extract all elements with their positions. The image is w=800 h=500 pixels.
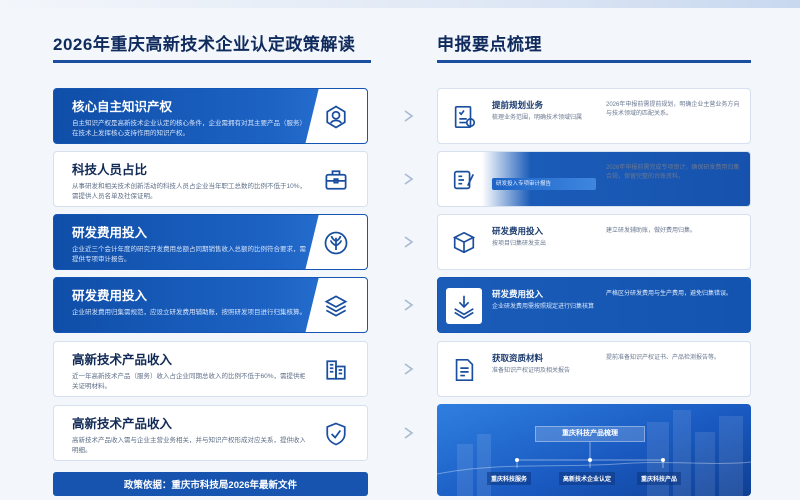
arrow-right-icon bbox=[402, 426, 416, 440]
audit-report-tag: 研发投入专项审计报告 bbox=[492, 178, 596, 190]
right-card-sub: 按项目归集研发支出 bbox=[492, 241, 547, 247]
feature-node: 高新技术企业认定 bbox=[559, 472, 616, 485]
left-card-title: 高新技术产品收入 bbox=[72, 353, 173, 367]
right-title-rule bbox=[437, 60, 751, 63]
document-pen-icon bbox=[446, 162, 482, 198]
briefcase-icon bbox=[305, 152, 367, 206]
right-card-sub: 梳理业务范围，明确技术领域归属 bbox=[492, 115, 583, 121]
report-icon bbox=[446, 352, 482, 388]
left-card-title: 研发费用投入 bbox=[72, 289, 148, 303]
right-card-title: 研发费用投入 bbox=[492, 226, 544, 236]
left-card-2[interactable]: 科技人员占比 从事研发和相关技术创新活动的科技人员占企业当年职工总数的比例不低于… bbox=[53, 151, 368, 207]
wheat-emblem-icon bbox=[305, 215, 367, 269]
right-card-detail: 2026年申报前需提前规划，明确企业主营业务方向与技术领域的匹配关系。 bbox=[606, 102, 740, 117]
left-card-1[interactable]: 核心自主知识产权 自主知识产权是高新技术企业认定的核心条件，企业需拥有对其主要产… bbox=[53, 88, 368, 144]
left-title-rule bbox=[53, 60, 371, 63]
right-card-sub: 企业研发费用需按照规定进行归集核算 bbox=[492, 304, 595, 310]
right-card-2[interactable]: 研发投入专项审计报告 2026年申报前需完成专项审计，确保研发费用归集合规，保留… bbox=[437, 151, 751, 207]
left-card-desc: 高新技术产品收入需与企业主营业务相关，并与知识产权形成对应关系，提供收入明细。 bbox=[72, 437, 306, 454]
right-card-sub: 准备知识产权证明及相关报告 bbox=[492, 368, 571, 374]
arrow-right-icon bbox=[402, 362, 416, 376]
left-card-desc: 自主知识产权是高新技术企业认定的核心条件，企业需拥有对其主要产品（服务）在技术上… bbox=[72, 120, 306, 137]
left-card-3[interactable]: 研发费用投入 企业近三个会计年度的研究开发费用总额占同期销售收入总额的比例符合要… bbox=[53, 214, 368, 270]
right-card-title: 研发费用投入 bbox=[492, 289, 544, 299]
shield-check-icon bbox=[305, 406, 367, 460]
right-card-3[interactable]: 研发费用投入 按项目归集研发支出 建立研发辅助账，做好费用归集。 bbox=[437, 214, 751, 270]
building-icon bbox=[305, 342, 367, 396]
arrow-right-icon bbox=[402, 172, 416, 186]
left-card-desc: 近一年高新技术产品（服务）收入占企业同期总收入的比例不低于60%，需提供相关证明… bbox=[72, 373, 307, 390]
right-card-title: 获取资质材料 bbox=[492, 353, 544, 363]
policy-basis-banner: 政策依据：重庆市科技局2026年最新文件 bbox=[53, 472, 368, 496]
right-card-detail: 建立研发辅助账，做好费用归集。 bbox=[606, 228, 697, 234]
download-tray-icon bbox=[446, 288, 482, 324]
left-card-title: 高新技术产品收入 bbox=[72, 417, 173, 431]
right-card-4[interactable]: 研发费用投入 企业研发费用需按照规定进行归集核算 严格区分研发费用与生产费用，避… bbox=[437, 277, 751, 333]
arrow-right-icon bbox=[402, 109, 416, 123]
left-card-desc: 企业近三个会计年度的研究开发费用总额占同期销售收入总额的比例符合要求，需提供专项… bbox=[72, 246, 306, 263]
top-decor-bar bbox=[0, 0, 800, 8]
left-card-desc: 企业研发费用归集需规范，应设立研发费用辅助账，按照研发项目进行归集核算。 bbox=[72, 309, 306, 316]
right-card-detail: 提前准备知识产权证书、产品检测报告等。 bbox=[606, 355, 721, 361]
feature-label: 重庆科技产品梳理 bbox=[535, 426, 645, 442]
feature-node: 重庆科技产品 bbox=[637, 472, 682, 485]
left-card-5[interactable]: 高新技术产品收入 近一年高新技术产品（服务）收入占企业同期总收入的比例不低于60… bbox=[53, 341, 368, 397]
left-card-title: 研发费用投入 bbox=[72, 226, 148, 240]
feature-city-panel: 重庆科技产品梳理 重庆科技服务 高新技术企业认定 重庆科技产品 bbox=[437, 404, 751, 496]
left-card-desc: 从事研发和相关技术创新活动的科技人员占企业当年职工总数的比例不低于10%，需提供… bbox=[72, 183, 307, 200]
left-card-6[interactable]: 高新技术产品收入 高新技术产品收入需与企业主营业务相关，并与知识产权形成对应关系… bbox=[53, 405, 368, 461]
left-card-4[interactable]: 研发费用投入 企业研发费用归集需规范，应设立研发费用辅助账，按照研发项目进行归集… bbox=[53, 277, 368, 333]
badge-icon bbox=[305, 89, 367, 143]
right-card-5[interactable]: 获取资质材料 准备知识产权证明及相关报告 提前准备知识产权证书、产品检测报告等。 bbox=[437, 341, 751, 397]
right-card-1[interactable]: 提前规划业务 梳理业务范围，明确技术领域归属 2026年申报前需提前规划，明确企… bbox=[437, 88, 751, 144]
left-column-title: 2026年重庆高新技术企业认定政策解读 bbox=[53, 35, 356, 54]
right-card-detail: 2026年申报前需完成专项审计，确保研发费用归集合规，保留完整的台账资料。 bbox=[606, 165, 740, 180]
left-card-title: 科技人员占比 bbox=[72, 163, 148, 177]
right-card-title: 提前规划业务 bbox=[492, 100, 544, 110]
feature-node: 重庆科技服务 bbox=[487, 472, 532, 485]
checklist-icon bbox=[446, 99, 482, 135]
right-column-title: 申报要点梳理 bbox=[437, 35, 542, 54]
right-card-detail: 严格区分研发费用与生产费用，避免归集错误。 bbox=[606, 291, 733, 297]
arrow-right-icon bbox=[402, 298, 416, 312]
layers-icon bbox=[305, 278, 367, 332]
left-card-title: 核心自主知识产权 bbox=[72, 100, 173, 114]
box-stack-icon bbox=[446, 225, 482, 261]
arrow-right-icon bbox=[402, 235, 416, 249]
